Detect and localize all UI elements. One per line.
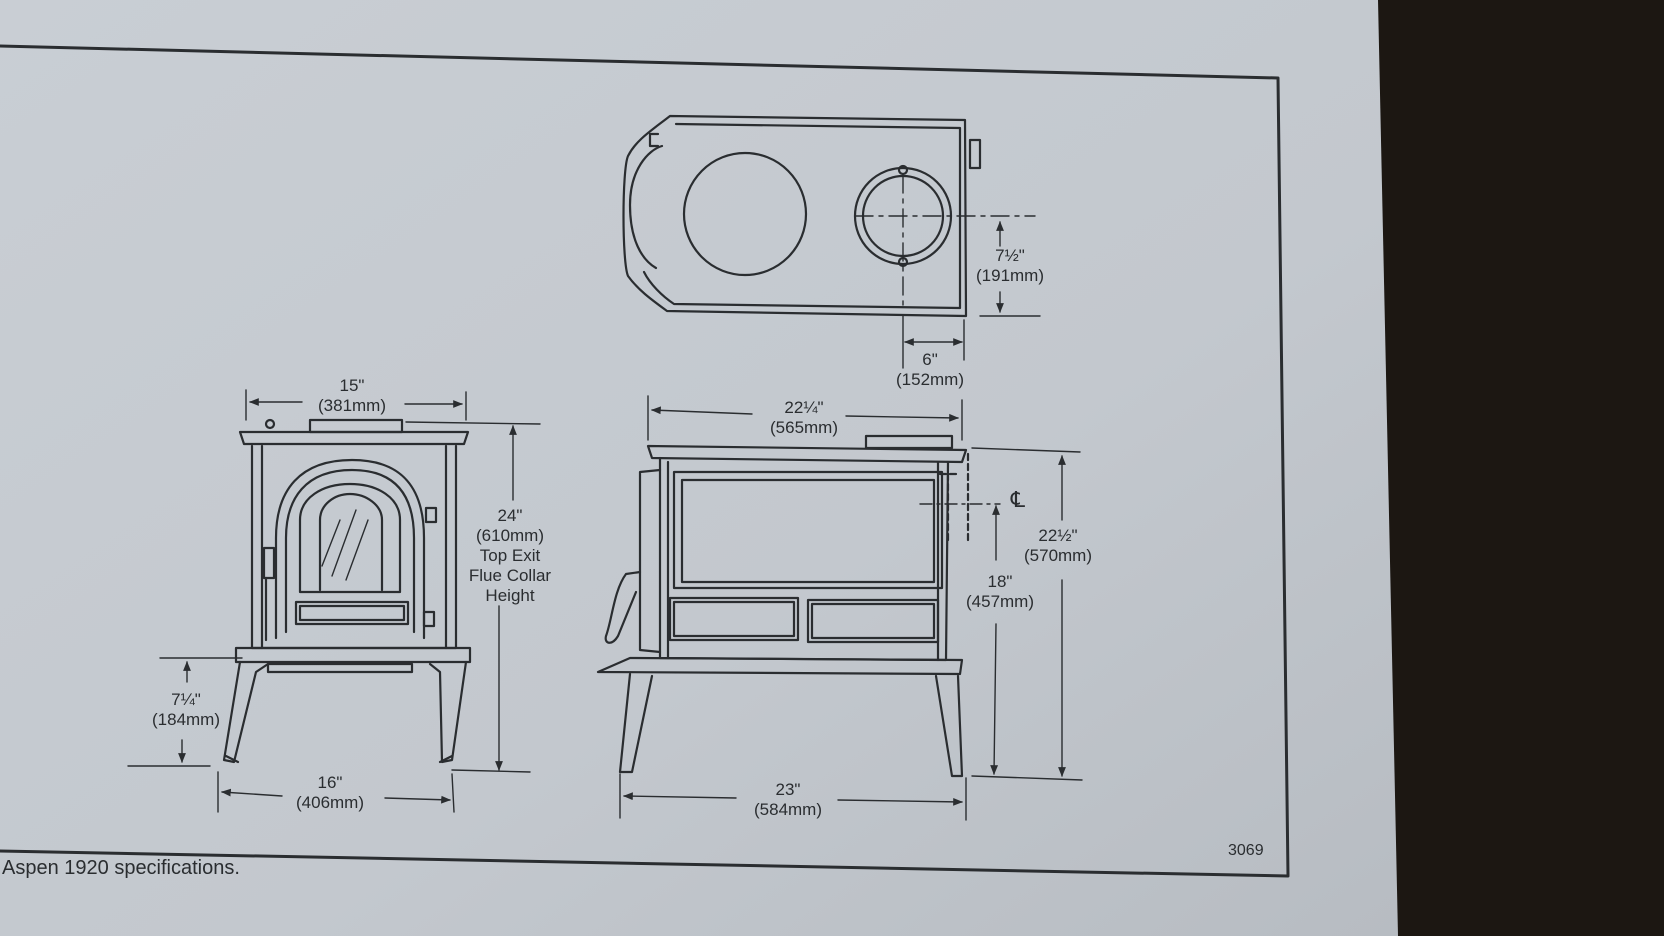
- dim-collar-from-back: 7½" (191mm): [976, 246, 1044, 286]
- dim-overall-height: 22½" (570mm): [1024, 526, 1092, 566]
- dim-collar-from-back-imperial: 7½": [995, 246, 1025, 265]
- dim-leg-height: 7¼" (184mm): [152, 690, 220, 730]
- side-view-drawing: [596, 434, 1001, 778]
- dim-side-top-depth: 22¼" (565mm): [770, 398, 838, 438]
- dim-flue-height-imperial: 24": [497, 506, 523, 525]
- dim-collar-from-side: 6" (152mm): [896, 350, 964, 390]
- dim-front-width-metric: (381mm): [317, 396, 387, 415]
- figure-number: 3069: [1228, 842, 1264, 859]
- dim-front-width-imperial: 15": [339, 376, 365, 395]
- dim-leg-height-metric: (184mm): [151, 710, 221, 729]
- dim-side-leg-depth-metric: (584mm): [753, 800, 823, 819]
- dim-leg-height-imperial: 7¼": [171, 690, 201, 709]
- dim-centerline-height: 18" (457mm): [966, 572, 1034, 612]
- dim-front-width: 15" (381mm): [318, 376, 386, 416]
- dim-flue-height-note-1: Top Exit: [479, 546, 541, 565]
- dim-front-leg-width-imperial: 16": [317, 773, 343, 792]
- dim-front-leg-width: 16" (406mm): [296, 773, 364, 813]
- dim-centerline-height-imperial: 18": [987, 572, 1013, 591]
- dim-flue-height-metric: (610mm): [475, 526, 545, 545]
- dim-collar-from-back-metric: (191mm): [975, 266, 1045, 285]
- dim-collar-from-side-imperial: 6": [922, 350, 938, 369]
- dim-overall-height-metric: (570mm): [1023, 546, 1093, 565]
- dim-side-top-depth-metric: (565mm): [769, 418, 839, 437]
- dim-centerline-height-metric: (457mm): [965, 592, 1035, 611]
- dim-overall-height-imperial: 22½": [1038, 526, 1078, 545]
- dim-flue-height: 24" (610mm) Top Exit Flue Collar Height: [469, 506, 551, 606]
- dim-flue-height-note-3: Height: [485, 586, 535, 605]
- dim-collar-from-side-metric: (152mm): [895, 370, 965, 389]
- top-view-drawing: [622, 114, 1036, 369]
- dim-side-top-depth-imperial: 22¼": [784, 398, 824, 417]
- dim-flue-height-note-2: Flue Collar: [468, 566, 552, 585]
- centerline-symbol: ℄: [1010, 487, 1026, 512]
- dim-side-leg-depth-imperial: 23": [775, 780, 801, 799]
- diagram-frame: [0, 44, 1290, 878]
- dim-front-leg-width-metric: (406mm): [295, 793, 365, 812]
- dim-side-leg-depth: 23" (584mm): [754, 780, 822, 820]
- front-view-drawing: [222, 418, 472, 764]
- figure-caption: Aspen 1920 specifications.: [2, 857, 240, 879]
- paper-page: [0, 0, 1398, 936]
